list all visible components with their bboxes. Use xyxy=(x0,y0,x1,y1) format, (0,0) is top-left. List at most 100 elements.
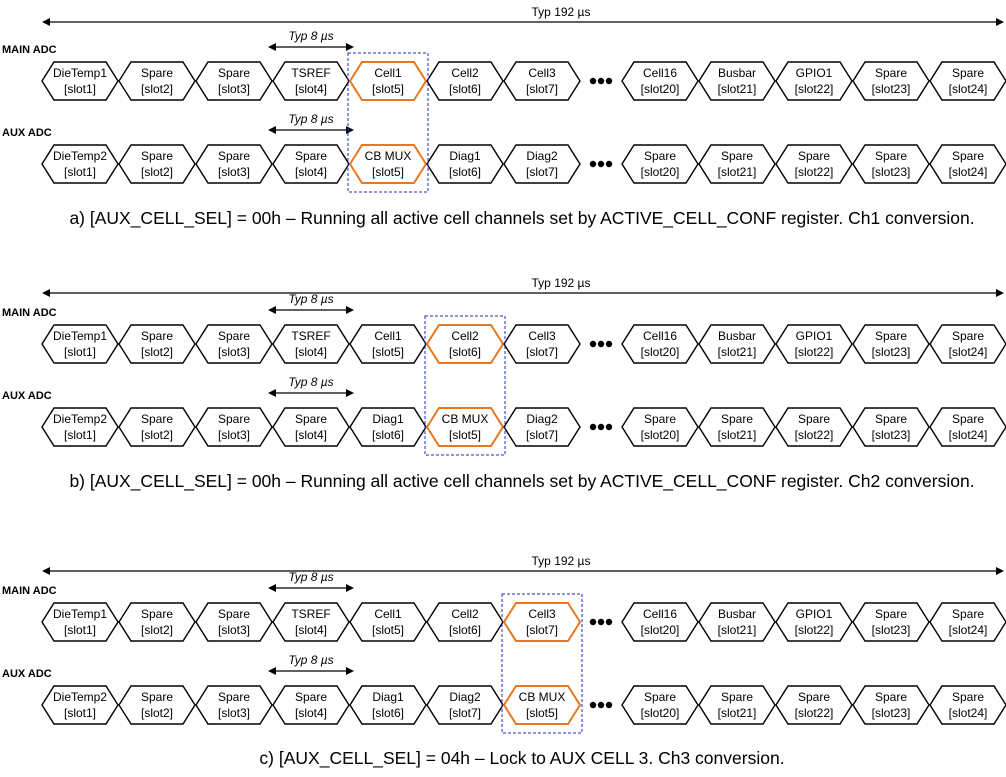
ellipsis-dot xyxy=(589,160,597,168)
slot-hexagon xyxy=(426,144,504,184)
ellipsis-dot xyxy=(605,701,613,709)
slot-channel-label: Spare xyxy=(952,329,984,343)
ellipsis-dot xyxy=(597,701,605,709)
slot-number-label: [slot7] xyxy=(449,706,481,720)
main-adc-slot: Cell3[slot7] xyxy=(503,61,581,101)
slot-hexagon xyxy=(195,685,273,725)
slot-hexagon xyxy=(503,61,581,101)
slot-hexagon xyxy=(195,144,273,184)
ellipsis-dot xyxy=(597,340,605,348)
slot-channel-label: TSREF xyxy=(291,66,330,80)
slot-number-label: [slot3] xyxy=(218,82,250,96)
main-adc-slot: Spare[slot24] xyxy=(929,602,1006,642)
slot-hexagon xyxy=(118,61,196,101)
aux-adc-slot: Spare[slot24] xyxy=(929,407,1006,447)
ellipsis-dot xyxy=(605,77,613,85)
main-adc-slot: Spare[slot3] xyxy=(195,324,273,364)
main-adc-slot: Cell16[slot20] xyxy=(621,61,699,101)
slot-channel-label: DieTemp2 xyxy=(53,149,107,163)
aux-adc-slot: Diag1[slot6] xyxy=(349,685,427,725)
slot-hexagon xyxy=(929,324,1006,364)
slot-number-label: [slot6] xyxy=(449,345,481,359)
aux-adc-slot: DieTemp2[slot1] xyxy=(41,407,119,447)
panel-caption: b) [AUX_CELL_SEL] = 00h – Running all ac… xyxy=(69,471,974,492)
slot-hexagon xyxy=(929,144,1006,184)
slot-hexagon xyxy=(195,602,273,642)
aux-adc-slot: Diag2[slot7] xyxy=(503,407,581,447)
slot-hexagon xyxy=(118,324,196,364)
slot-channel-label: DieTemp1 xyxy=(53,607,107,621)
slot-number-label: [slot6] xyxy=(372,706,404,720)
ellipsis-dot xyxy=(597,77,605,85)
slot-channel-label: Cell2 xyxy=(451,329,479,343)
panel-caption: c) [AUX_CELL_SEL] = 04h – Lock to AUX CE… xyxy=(259,748,784,769)
slot-number-label: [slot6] xyxy=(449,165,481,179)
main-adc-ellipsis xyxy=(589,618,613,626)
slot-hexagon xyxy=(195,324,273,364)
slot-channel-label: Spare xyxy=(295,690,327,704)
slot-channel-label: Spare xyxy=(721,690,753,704)
main-adc-slot: Cell2[slot6] xyxy=(426,602,504,642)
aux-adc-slot: Diag1[slot6] xyxy=(349,407,427,447)
slot-time-arrow-left-head xyxy=(268,667,276,675)
main-adc-slot: Spare[slot23] xyxy=(852,324,930,364)
slot-channel-label: CB MUX xyxy=(365,149,412,163)
aux-adc-slot: Spare[slot21] xyxy=(698,407,776,447)
slot-channel-label: Cell16 xyxy=(643,66,677,80)
ellipsis-dot xyxy=(597,423,605,431)
slot-channel-label: Cell3 xyxy=(528,66,556,80)
aux-adc-slot: Spare[slot4] xyxy=(272,407,350,447)
slot-channel-label: Spare xyxy=(141,329,173,343)
slot-number-label: [slot7] xyxy=(526,345,558,359)
slot-hexagon xyxy=(852,61,930,101)
slot-channel-label: Spare xyxy=(875,149,907,163)
slot-channel-label: Cell3 xyxy=(528,607,556,621)
slot-number-label: [slot1] xyxy=(64,82,96,96)
slot-number-label: [slot5] xyxy=(449,428,481,442)
ellipsis-dot xyxy=(605,340,613,348)
slot-channel-label: TSREF xyxy=(291,607,330,621)
slot-time-label: Typ 8 µs xyxy=(288,29,333,43)
main-adc-slot: Spare[slot2] xyxy=(118,61,196,101)
aux-adc-slot: Spare[slot24] xyxy=(929,144,1006,184)
slot-number-label: [slot24] xyxy=(949,428,988,442)
slot-number-label: [slot5] xyxy=(372,82,404,96)
slot-hexagon xyxy=(775,685,853,725)
aux-adc-slot: Spare[slot20] xyxy=(621,144,699,184)
slot-channel-label: Diag1 xyxy=(449,149,481,163)
active-slot-box xyxy=(501,593,583,734)
slot-number-label: [slot3] xyxy=(218,706,250,720)
slot-channel-label: Spare xyxy=(295,149,327,163)
slot-hexagon xyxy=(195,407,273,447)
slot-channel-label: Spare xyxy=(218,412,250,426)
slot-channel-label: GPIO1 xyxy=(796,329,833,343)
aux-adc-slot: CB MUX[slot5] xyxy=(502,685,582,725)
slot-number-label: [slot24] xyxy=(949,345,988,359)
slot-hexagon xyxy=(621,324,699,364)
slot-number-label: [slot21] xyxy=(718,345,757,359)
slot-number-label: [slot7] xyxy=(526,165,558,179)
aux-adc-slot: Spare[slot4] xyxy=(272,685,350,725)
active-slot-box xyxy=(347,52,429,193)
aux-adc-label: AUX ADC xyxy=(2,127,52,139)
slot-number-label: [slot1] xyxy=(64,706,96,720)
slot-hexagon xyxy=(272,602,350,642)
slot-time-arrow-right-head xyxy=(346,667,354,675)
slot-number-label: [slot6] xyxy=(372,428,404,442)
slot-time-label: Typ 8 µs xyxy=(288,375,333,389)
slot-number-label: [slot1] xyxy=(64,165,96,179)
slot-number-label: [slot24] xyxy=(949,623,988,637)
ellipsis-dot xyxy=(597,618,605,626)
slot-channel-label: Spare xyxy=(141,66,173,80)
duration-arrow-left-head xyxy=(42,289,50,297)
slot-hexagon xyxy=(426,61,504,101)
slot-number-label: [slot4] xyxy=(295,165,327,179)
slot-number-label: [slot20] xyxy=(641,428,680,442)
slot-channel-label: Spare xyxy=(218,66,250,80)
slot-hexagon xyxy=(929,407,1006,447)
slot-number-label: [slot3] xyxy=(218,345,250,359)
slot-channel-label: Busbar xyxy=(718,329,756,343)
slot-number-label: [slot2] xyxy=(141,165,173,179)
panel-caption: a) [AUX_CELL_SEL] = 00h – Running all ac… xyxy=(69,208,974,229)
